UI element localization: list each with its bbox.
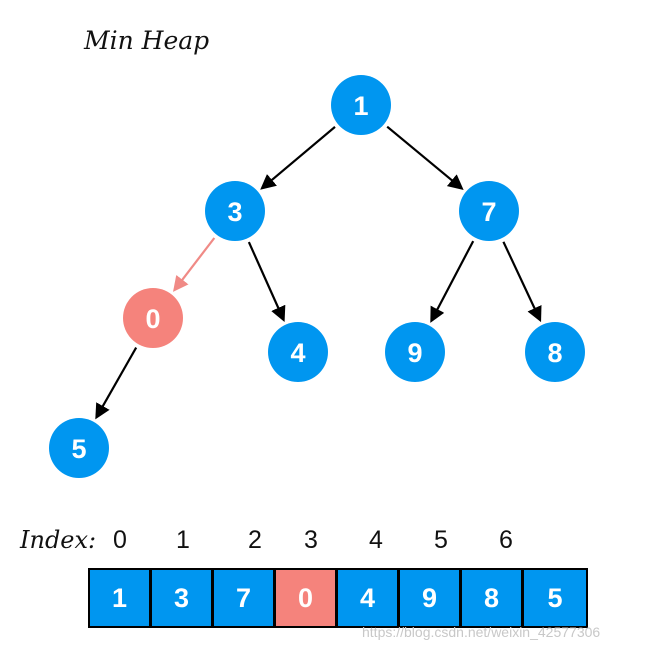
node-circle — [525, 322, 585, 382]
array-cell: 7 — [214, 570, 276, 626]
node-circle — [459, 181, 519, 241]
node-circle — [49, 418, 109, 478]
node-circle — [123, 288, 183, 348]
array-cell: 9 — [400, 570, 462, 626]
edge-n0-n5 — [95, 347, 138, 420]
edge-n1-n7 — [386, 125, 464, 191]
node-label: 4 — [290, 338, 305, 368]
tree-node-7: 7 — [459, 181, 519, 241]
array-cell: 0 — [276, 570, 338, 626]
tree-node-4: 4 — [268, 322, 328, 382]
index-number: 0 — [113, 526, 127, 554]
node-circle — [331, 75, 391, 135]
tree-node-3: 3 — [205, 181, 265, 241]
node-label: 0 — [145, 304, 160, 334]
node-label: 8 — [547, 338, 562, 368]
node-circle — [385, 322, 445, 382]
array-cell: 5 — [524, 570, 586, 626]
node-circle — [268, 322, 328, 382]
array-cell: 1 — [90, 570, 152, 626]
diagram-title: Min Heap — [84, 26, 210, 55]
tree-node-9: 9 — [385, 322, 445, 382]
edge-n7-n9 — [430, 240, 475, 323]
index-number: 6 — [499, 526, 513, 554]
watermark: https://blog.csdn.net/weixin_42577306 — [362, 624, 601, 640]
array-cell: 3 — [152, 570, 214, 626]
tree-nodes: 1 3 7 0 4 9 8 5 — [49, 75, 585, 478]
edge-n1-n3 — [260, 126, 336, 190]
index-number: 5 — [434, 526, 448, 554]
node-label: 1 — [353, 91, 368, 121]
node-label: 5 — [71, 434, 86, 464]
index-label: Index: — [20, 526, 97, 554]
index-number: 4 — [369, 526, 383, 554]
node-circle — [205, 181, 265, 241]
tree-node-1: 1 — [331, 75, 391, 135]
tree-node-0: 0 — [123, 288, 183, 348]
array-cell: 4 — [338, 570, 400, 626]
tree-node-5: 5 — [49, 418, 109, 478]
index-number: 3 — [304, 526, 318, 554]
node-label: 3 — [227, 197, 242, 227]
edge-n3-n4 — [247, 241, 286, 322]
edge-n3-n0 — [173, 237, 216, 292]
index-number: 2 — [248, 526, 262, 554]
edge-n7-n8 — [502, 241, 542, 323]
tree-node-8: 8 — [525, 322, 585, 382]
node-label: 7 — [481, 197, 496, 227]
index-number: 1 — [176, 526, 190, 554]
array-cell: 8 — [462, 570, 524, 626]
node-label: 9 — [407, 338, 422, 368]
tree-edges — [95, 125, 542, 420]
